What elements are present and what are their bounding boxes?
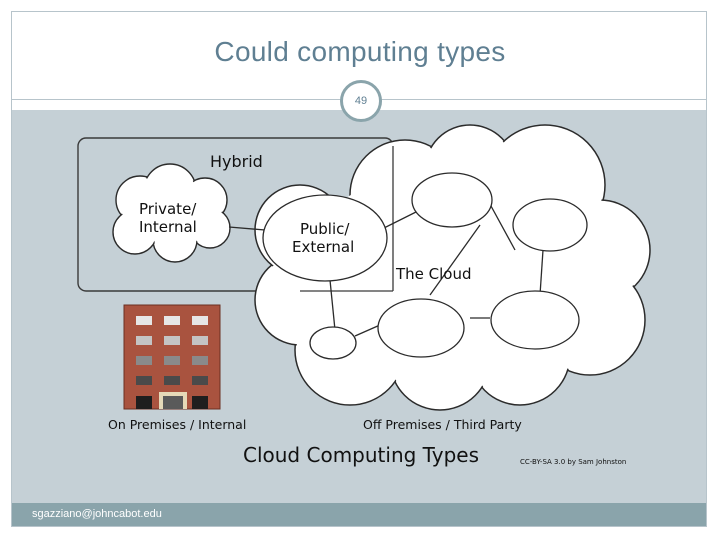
cloud-node-bottom-middle <box>377 298 465 358</box>
public-node <box>262 194 388 282</box>
slide-title: Could computing types <box>214 36 506 67</box>
page-number-badge: 49 <box>340 80 382 122</box>
building-icon <box>123 304 221 410</box>
cloud-label: The Cloud <box>395 265 472 283</box>
public-label-line2: External <box>292 238 354 256</box>
cloud-node-right <box>512 198 588 252</box>
cloud-node-bottom-right <box>490 290 580 350</box>
private-label-line2: Internal <box>139 218 197 236</box>
slide-frame <box>11 11 707 527</box>
cloud-node-bottom-left <box>309 326 357 360</box>
private-label-line1: Private/ <box>139 200 197 218</box>
off-premises-label: Off Premises / Third Party <box>363 417 522 432</box>
cloud-node-top <box>411 172 493 228</box>
public-label-line1: Public/ <box>300 220 350 238</box>
connection-lines <box>228 194 544 337</box>
footer-bar: sgazziano@johncabot.edu <box>12 503 706 526</box>
license-credit: CC-BY-SA 3.0 by Sam Johnston <box>520 458 626 466</box>
on-premises-label: On Premises / Internal <box>108 417 246 432</box>
hybrid-label: Hybrid <box>210 152 263 171</box>
footer-email: sgazziano@johncabot.edu <box>32 508 162 520</box>
diagram-caption: Cloud Computing Types <box>243 443 479 467</box>
